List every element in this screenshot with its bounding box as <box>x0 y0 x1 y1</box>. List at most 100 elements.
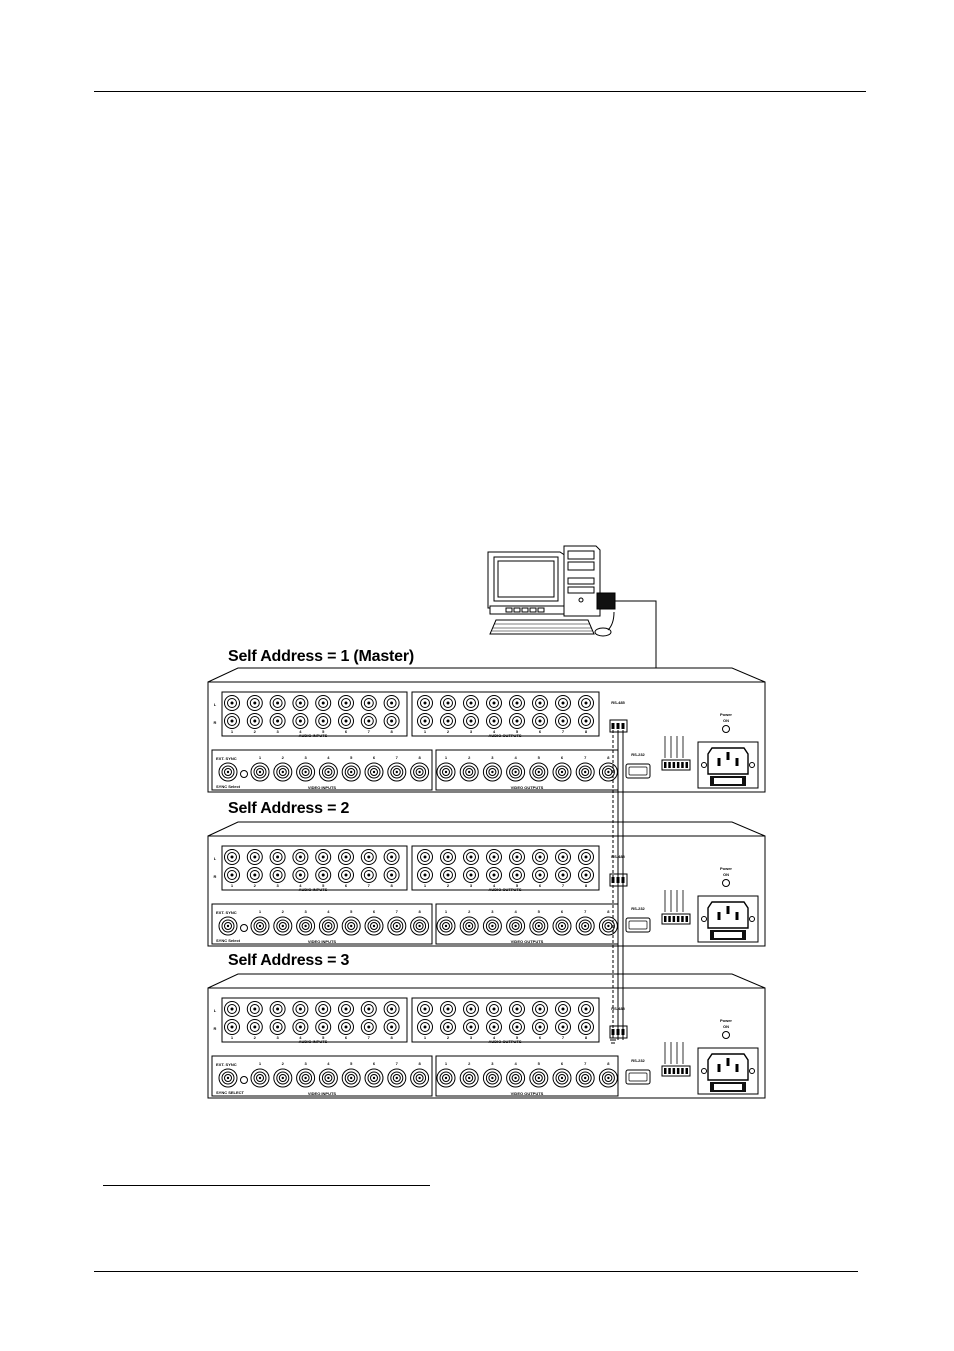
rca-connector <box>440 1001 456 1017</box>
bnc-connector <box>218 1068 238 1088</box>
rca-connector <box>269 695 286 711</box>
rca-connector <box>440 867 456 883</box>
bnc-connector <box>436 1068 456 1088</box>
bnc-connector <box>436 916 456 936</box>
rca-connector <box>463 1019 479 1035</box>
unit-3-title: Self Address = 3 <box>228 952 350 969</box>
video-input-number: 8 <box>418 1061 421 1066</box>
rs232-label: RS-232 <box>631 1058 645 1063</box>
video-input-number: 8 <box>418 909 421 914</box>
video-input-number: 2 <box>282 755 285 760</box>
video-output-number: 3 <box>491 909 494 914</box>
rca-connector <box>486 713 502 729</box>
video-output-number: 4 <box>514 755 517 760</box>
rca-connector <box>417 1001 433 1017</box>
rca-connector <box>417 713 433 729</box>
rca-connector <box>224 849 240 865</box>
rca-connector <box>224 867 240 883</box>
video-output-number: 2 <box>468 909 471 914</box>
rca-connector <box>440 849 456 865</box>
audio-output-number: 3 <box>470 729 473 734</box>
rca-connector <box>555 849 571 865</box>
audio-input-number: 1 <box>231 729 234 734</box>
video-output-number: 6 <box>561 1061 564 1066</box>
rca-connector <box>338 713 354 729</box>
sync-select-label: SYNC SELECT <box>216 1090 245 1095</box>
rs232-port-inner <box>628 920 648 930</box>
rca-connector <box>269 1019 286 1035</box>
bnc-connector <box>296 916 316 936</box>
rca-connector <box>338 849 354 865</box>
bnc-connector <box>387 1068 407 1088</box>
bnc-connector <box>387 916 407 936</box>
audio-output-number: 5 <box>516 883 519 888</box>
audio-row-label-r: R <box>214 1026 217 1031</box>
bnc-connector <box>552 1068 572 1088</box>
video-input-number: 3 <box>304 909 307 914</box>
rca-connector <box>509 867 525 883</box>
dip-switch-lever <box>685 916 688 922</box>
rca-connector <box>315 1019 332 1035</box>
rs485-terminal <box>611 723 615 729</box>
bnc-connector <box>482 1068 502 1088</box>
rca-connector <box>360 867 377 883</box>
rca-connector <box>440 713 456 729</box>
footer-rule <box>94 1271 858 1272</box>
video-input-number: 1 <box>259 1061 262 1066</box>
video-inputs-box <box>211 1055 433 1097</box>
rca-connector <box>269 1001 286 1017</box>
bnc-connector <box>318 1068 338 1088</box>
keyboard <box>489 619 595 635</box>
rca-connector <box>224 1001 240 1017</box>
audio-output-number: 8 <box>585 883 588 888</box>
rca-connector <box>486 1019 502 1035</box>
serial-adapter <box>596 592 616 610</box>
chassis-top <box>207 973 766 989</box>
power-sub-label: ON <box>723 872 729 877</box>
video-output-number: 4 <box>514 909 517 914</box>
video-output-number: 3 <box>491 1061 494 1066</box>
bnc-connector <box>318 762 338 782</box>
video-output-number: 7 <box>584 755 587 760</box>
rca-connector <box>578 695 594 711</box>
power-pin <box>735 912 739 920</box>
bnc-connector <box>296 1068 316 1088</box>
bnc-connector <box>410 762 430 782</box>
power-pin <box>735 758 739 766</box>
video-inputs-label: VIDEO INPUTS <box>308 785 337 790</box>
rs232-port-inner <box>628 1072 648 1082</box>
video-input-number: 5 <box>350 755 353 760</box>
rca-connector <box>315 867 332 883</box>
rca-connector <box>269 849 286 865</box>
audio-outputs-label: AUDIO OUTPUTS <box>488 887 521 892</box>
audio-output-number: 3 <box>470 883 473 888</box>
rca-connector <box>417 1019 433 1035</box>
audio-output-number: 6 <box>539 883 542 888</box>
bnc-connector <box>459 916 479 936</box>
bnc-connector <box>482 762 502 782</box>
bnc-connector <box>273 916 293 936</box>
bnc-connector <box>364 762 384 782</box>
audio-output-number: 4 <box>493 883 496 888</box>
rca-connector <box>383 849 400 865</box>
audio-row-label-l: L <box>214 1008 217 1013</box>
video-output-number: 6 <box>561 755 564 760</box>
rca-connector <box>292 867 309 883</box>
sync-select-switch <box>240 924 248 932</box>
rca-connector <box>440 1019 456 1035</box>
audio-input-number: 8 <box>390 729 393 734</box>
rca-connector <box>463 1001 479 1017</box>
power-inlet-socket <box>707 1053 749 1081</box>
dip-switch-lever <box>664 762 667 768</box>
video-output-number: 5 <box>538 1061 541 1066</box>
rca-connector <box>440 695 456 711</box>
video-input-number: 4 <box>327 755 330 760</box>
audio-input-number: 7 <box>368 729 371 734</box>
bnc-connector <box>341 762 361 782</box>
video-input-number: 5 <box>350 1061 353 1066</box>
bnc-connector <box>250 762 270 782</box>
rca-connector <box>383 713 400 729</box>
rca-connector <box>509 1019 525 1035</box>
